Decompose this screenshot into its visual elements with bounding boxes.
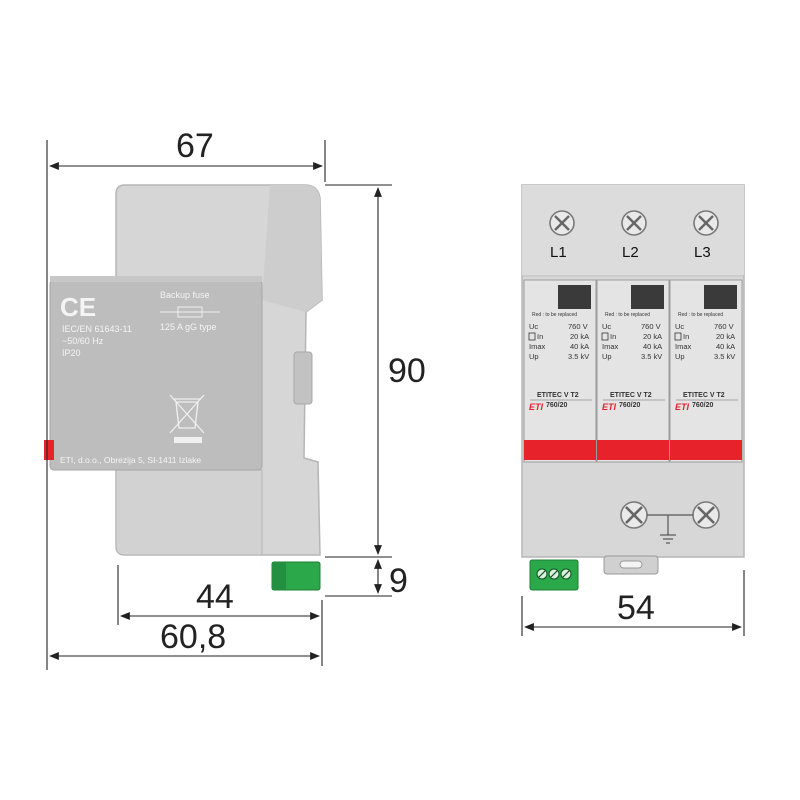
fuse-icon (160, 306, 220, 318)
module-1-rating: 760/20 (546, 402, 568, 409)
terminal-label-l1: L1 (550, 244, 567, 261)
module-3: Red : to be replaced Uc 760 V In 20 kA I… (669, 279, 743, 463)
dim-label-44: 44 (196, 578, 234, 616)
module-2-row2-key: In (610, 332, 616, 341)
module-3-row4-val: 3.5 kV (714, 352, 735, 361)
module-2-body (596, 279, 670, 463)
ip-rating-text: IP20 (62, 348, 81, 358)
module-3-window (704, 285, 737, 309)
module-3-body (669, 279, 743, 463)
side-label-top-strip (50, 276, 262, 282)
backup-fuse-title: Backup fuse (160, 290, 210, 300)
manufacturer-text: ETI, d.o.o., Obrezija 5, SI-1411 Izlake (60, 455, 201, 465)
terminal-label-l2: L2 (622, 244, 639, 261)
module-3-row4-key: Up (675, 352, 685, 361)
standard-text: IEC/EN 61643-11 (62, 324, 132, 334)
fuse-rating: 125 A gG type (160, 322, 217, 332)
dim-label-54: 54 (617, 589, 655, 627)
module-1-row2-val: 20 kA (570, 332, 589, 341)
front-dimensions (521, 570, 745, 636)
screw-l2-icon (621, 210, 647, 236)
module-1-row3-key: Imax (529, 342, 546, 351)
module-1-row1-val: 760 V (568, 322, 588, 331)
side-lower-block (115, 469, 263, 556)
module-2-type: ETITEC V T2 (610, 392, 652, 399)
module-2-row4-val: 3.5 kV (641, 352, 662, 361)
module-2-red-band (597, 440, 669, 460)
screw-pe1-icon (620, 501, 648, 529)
module-1-row4-key: Up (529, 352, 539, 361)
dim-label-67: 67 (176, 127, 214, 165)
module-2-brand: ETI (602, 402, 617, 412)
module-1-row3-val: 40 kA (570, 342, 589, 351)
terminal-label-l3: L3 (694, 244, 711, 261)
frequency-text: ~50/60 Hz (62, 336, 104, 346)
module-2-row3-val: 40 kA (643, 342, 662, 351)
module-1-row2-key: In (537, 332, 543, 341)
module-3-row2-key: In (683, 332, 689, 341)
module-2-rating: 760/20 (619, 402, 641, 409)
module-1-brand: ETI (529, 402, 544, 412)
module-1-type: ETITEC V T2 (537, 392, 579, 399)
ground-icon (647, 514, 693, 544)
dim-label-9: 9 (389, 562, 408, 600)
dim-label-90: 90 (388, 352, 426, 390)
module-3-brand: ETI (675, 402, 690, 412)
module-2-row1-key: Uc (602, 322, 611, 331)
module-1-red-band (524, 440, 596, 460)
side-rail-slot (293, 351, 313, 405)
dim-label-608: 60,8 (160, 618, 226, 656)
module-1-body (523, 279, 597, 463)
module-1: Red : to be replaced Uc 760 V In 20 kA I… (523, 279, 597, 463)
module-2-window (631, 285, 664, 309)
module-2-row2-val: 20 kA (643, 332, 662, 341)
screw-l1-icon (549, 210, 575, 236)
module-1-info-icon (528, 332, 536, 341)
screw-pe2-icon (692, 501, 720, 529)
module-3-row1-key: Uc (675, 322, 684, 331)
module-2-row3-key: Imax (602, 342, 619, 351)
ce-mark: CE (60, 292, 96, 322)
module-3-row3-val: 40 kA (716, 342, 735, 351)
side-dimensions (46, 140, 392, 670)
side-view: CE Backup fuse 125 A gG type IEC/EN 6164… (44, 184, 323, 591)
module-3-row1-val: 760 V (714, 322, 734, 331)
module-3-status: Red : to be replaced (678, 312, 723, 318)
module-3-info-icon (674, 332, 682, 341)
module-1-window (558, 285, 591, 309)
module-2-info-icon (601, 332, 609, 341)
module-1-row4-val: 3.5 kV (568, 352, 589, 361)
module-3-rating: 760/20 (692, 402, 714, 409)
module-1-row1-key: Uc (529, 322, 538, 331)
module-3-row2-val: 20 kA (716, 332, 735, 341)
side-green-connector-face (272, 562, 286, 590)
din-clip-slot (619, 560, 643, 569)
module-3-red-band (670, 440, 742, 460)
crossed-bin-icon (169, 394, 205, 443)
module-2-status: Red : to be replaced (605, 312, 650, 318)
front-view: L1 L2 L3 Red : to be replaced Uc 760 V I… (521, 184, 745, 591)
module-1-status: Red : to be replaced (532, 312, 577, 318)
module-2: Red : to be replaced Uc 760 V In 20 kA I… (596, 279, 670, 463)
module-2-row1-val: 760 V (641, 322, 661, 331)
module-3-row3-key: Imax (675, 342, 692, 351)
screw-l3-icon (693, 210, 719, 236)
side-red-indicator (44, 440, 54, 460)
side-top-shade (262, 185, 322, 312)
module-2-row4-key: Up (602, 352, 612, 361)
module-3-type: ETITEC V T2 (683, 392, 725, 399)
